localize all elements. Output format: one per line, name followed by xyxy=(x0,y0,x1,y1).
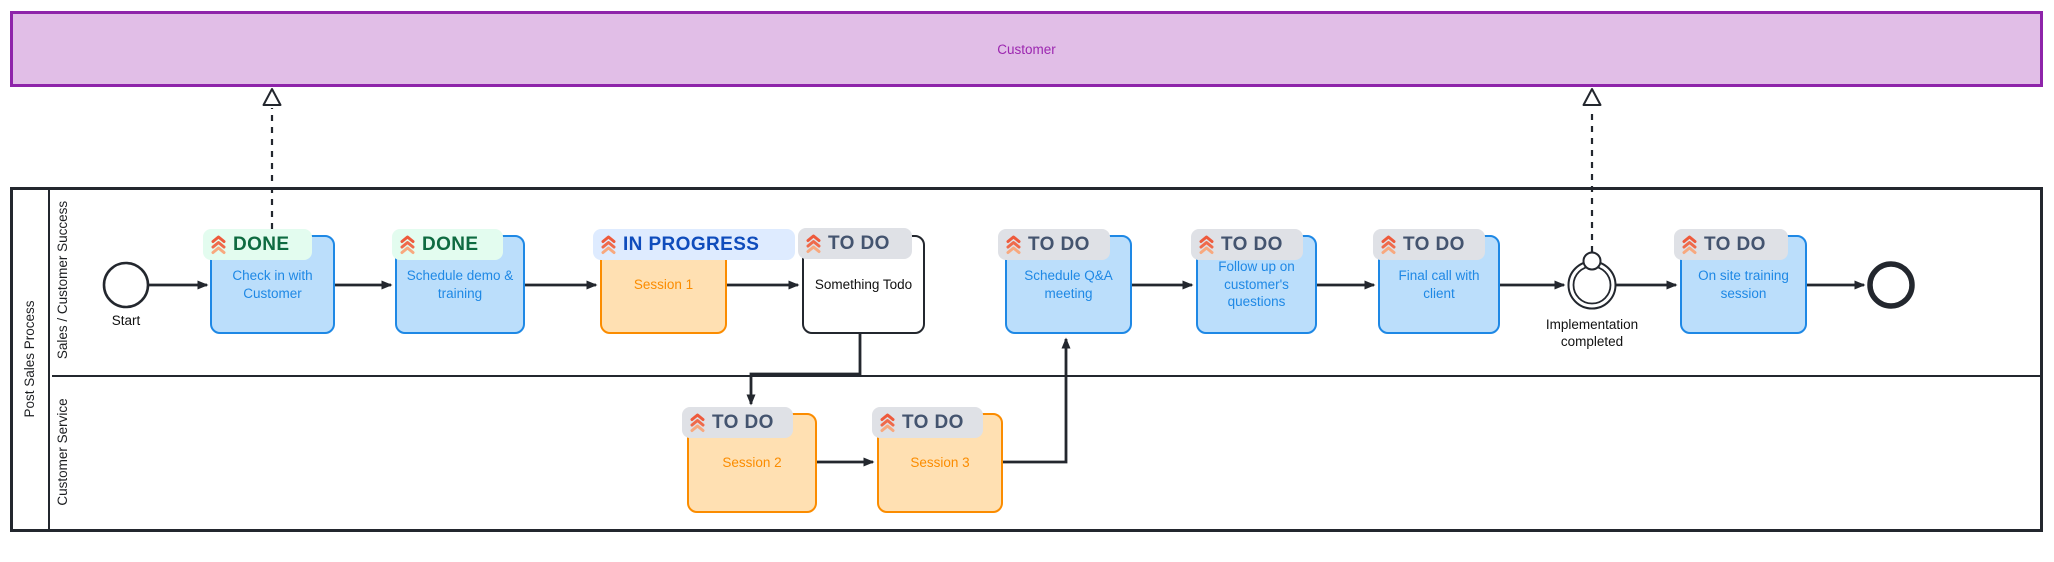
task-label: Final call with client xyxy=(1398,267,1480,301)
task-label: Check in with Customer xyxy=(232,267,313,301)
status-badge-todo: TO DO xyxy=(1191,229,1303,260)
task-label: Something Todo xyxy=(814,276,913,292)
status-badge-label: TO DO xyxy=(902,411,964,433)
status-badge-label: TO DO xyxy=(1403,233,1465,255)
status-badge-label: TO DO xyxy=(828,232,890,254)
intermediate-event-label: Implementation completed xyxy=(1545,317,1639,349)
message-flow-open-arrowhead xyxy=(1582,88,1602,106)
status-badge-todo: TO DO xyxy=(998,229,1110,260)
flow-session-3-to-schedule-qa[interactable] xyxy=(1003,337,1071,464)
status-badge-todo: TO DO xyxy=(682,407,793,438)
task-label: Schedule Q&A meeting xyxy=(1024,267,1113,301)
status-badge-todo: TO DO xyxy=(798,228,912,259)
task-label: Session 1 xyxy=(633,276,694,292)
message-flow-open-arrowhead xyxy=(262,88,282,106)
message-anchor-circle xyxy=(1582,251,1602,271)
status-badge-label: TO DO xyxy=(1704,233,1766,255)
triple-chevron-up-icon xyxy=(1006,235,1021,254)
intermediate-event-implementation-completed[interactable] xyxy=(1567,251,1617,310)
status-badge-todo: TO DO xyxy=(1373,229,1485,260)
flow-something-todo-to-session-2[interactable] xyxy=(746,334,862,406)
status-badge-todo: TO DO xyxy=(872,407,983,438)
triple-chevron-up-icon xyxy=(211,235,226,254)
lane-divider xyxy=(52,375,2040,377)
pool-customer-label: Customer xyxy=(997,41,1056,57)
triple-chevron-up-icon xyxy=(806,234,821,253)
status-badge-todo: TO DO xyxy=(1674,229,1788,260)
pool-customer[interactable]: Customer xyxy=(10,11,2043,87)
start-event-label: Start xyxy=(111,313,141,328)
status-badge-in-progress: IN PROGRESS xyxy=(593,229,795,260)
status-badge-done: DONE xyxy=(392,229,503,260)
task-label: Follow up on customer's questions xyxy=(1218,258,1295,310)
status-badge-label: IN PROGRESS xyxy=(623,233,760,255)
status-badge-done: DONE xyxy=(203,229,312,260)
status-badge-label: TO DO xyxy=(712,411,774,433)
start-event-circle[interactable] xyxy=(102,261,150,309)
triple-chevron-up-icon xyxy=(601,235,616,254)
status-badge-label: DONE xyxy=(233,233,290,255)
task-label: Session 2 xyxy=(722,455,782,471)
end-event-circle[interactable] xyxy=(1867,261,1915,309)
triple-chevron-up-icon xyxy=(1682,235,1697,254)
task-label: Session 3 xyxy=(910,455,970,471)
triple-chevron-up-icon xyxy=(1199,235,1214,254)
status-badge-label: TO DO xyxy=(1221,233,1283,255)
triple-chevron-up-icon xyxy=(690,413,705,432)
status-badge-label: DONE xyxy=(422,233,479,255)
triple-chevron-up-icon xyxy=(880,413,895,432)
triple-chevron-up-icon xyxy=(400,235,415,254)
task-label: On site training session xyxy=(1698,267,1789,301)
pool-label-strip xyxy=(13,190,50,529)
triple-chevron-up-icon xyxy=(1381,235,1396,254)
task-label: Schedule demo & training xyxy=(406,267,514,301)
status-badge-label: TO DO xyxy=(1028,233,1090,255)
